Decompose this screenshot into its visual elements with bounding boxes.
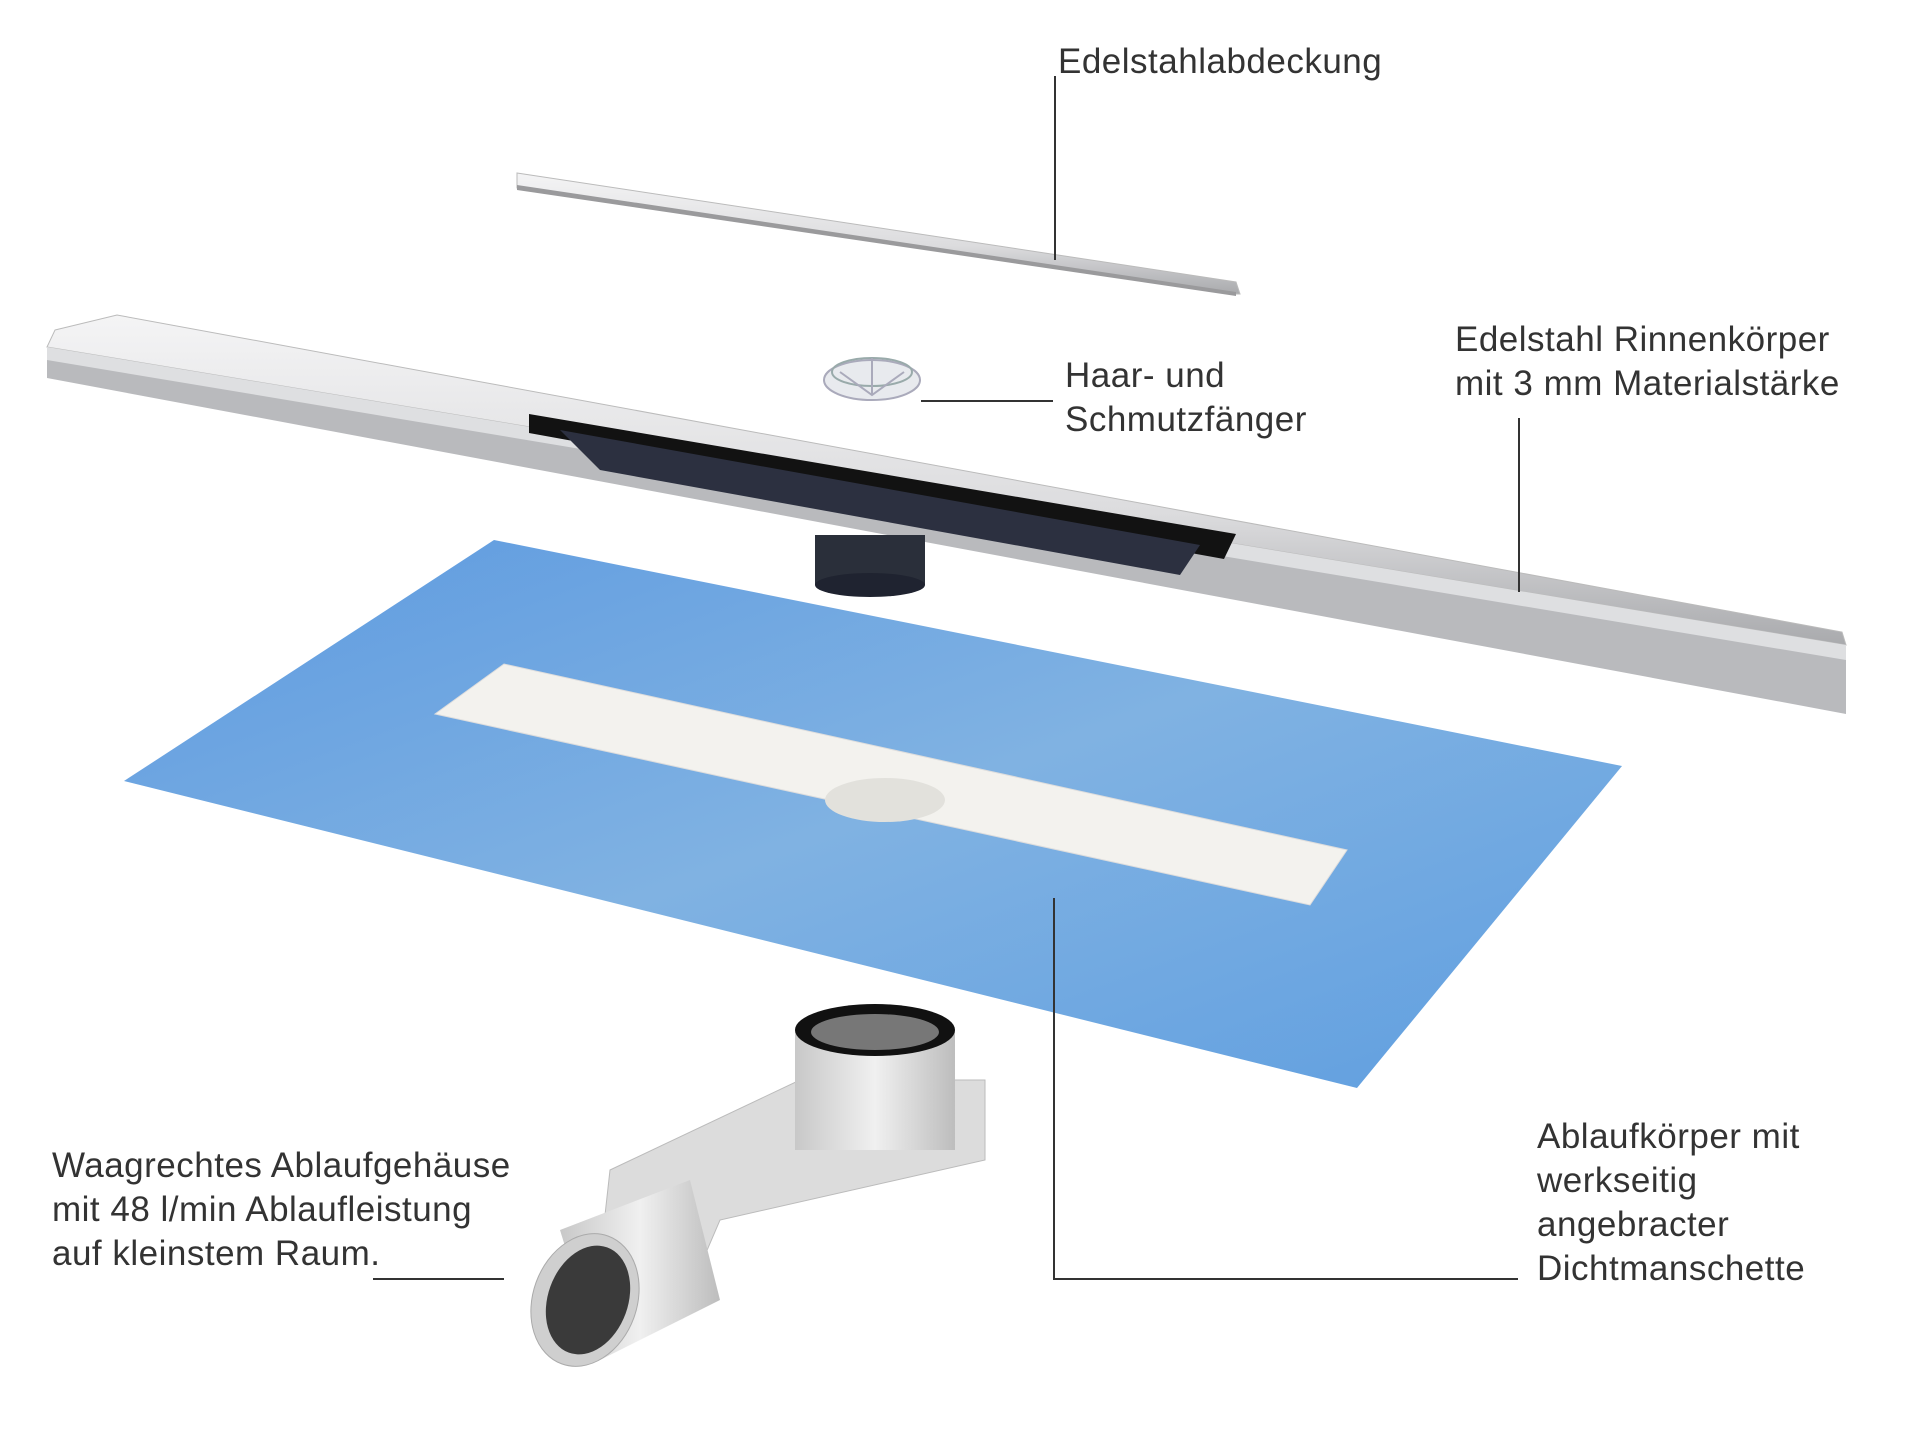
label-line: Ablaufkörper mit <box>1537 1117 1800 1156</box>
label-horizontal-housing: Waagrechtes Ablaufgehäuse mit 48 l/min A… <box>52 1144 511 1276</box>
leader-lines <box>373 76 1520 1280</box>
label-hair-trap: Haar- und Schmutzfänger <box>1065 354 1307 442</box>
label-line: auf kleinstem Raum. <box>52 1234 381 1273</box>
stainless-channel-body <box>46 314 1847 714</box>
sealing-mat <box>124 540 1622 1088</box>
label-channel-body: Edelstahl Rinnenkörper mit 3 mm Material… <box>1455 318 1840 406</box>
hair-trap-part <box>823 357 921 401</box>
label-cover: Edelstahlabdeckung <box>1058 42 1383 81</box>
label-line: Haar- und <box>1065 356 1226 395</box>
horizontal-drain-housing <box>530 1004 986 1367</box>
label-line: Waagrechtes Ablaufgehäuse <box>52 1146 511 1185</box>
label-line: mit 48 l/min Ablaufleistung <box>52 1190 473 1229</box>
label-line: werkseitig <box>1537 1161 1698 1200</box>
label-drain-body: Ablaufkörper mit werkseitig angebracter … <box>1537 1115 1805 1291</box>
label-line: mit 3 mm Materialstärke <box>1455 364 1840 403</box>
label-line: angebracter <box>1537 1205 1730 1244</box>
stainless-cover <box>516 172 1241 296</box>
label-line: Edelstahl Rinnenkörper <box>1455 320 1830 359</box>
label-line: Dichtmanschette <box>1537 1249 1806 1288</box>
label-line: Schmutzfänger <box>1065 400 1307 439</box>
